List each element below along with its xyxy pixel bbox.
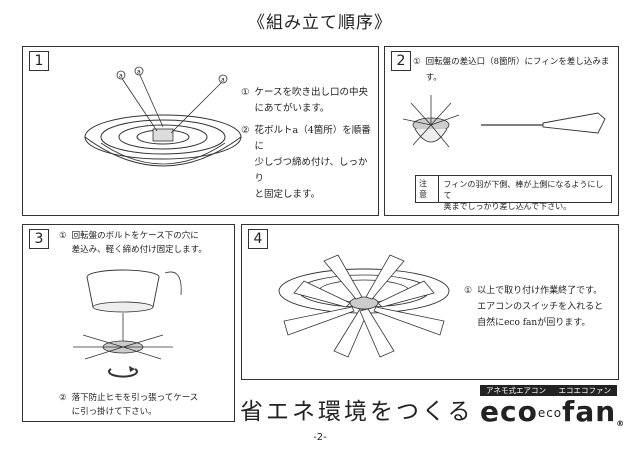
panel-number: 1 xyxy=(29,51,49,71)
panel-number: 3 xyxy=(29,229,49,249)
callout-a-icon xyxy=(116,70,126,80)
slogan: 省エネ環境をつくる xyxy=(240,399,474,425)
page-number: -2- xyxy=(313,432,327,443)
svg-text:a: a xyxy=(137,69,141,76)
rotor-fin-illustration xyxy=(402,95,606,148)
completed-fan-illustration xyxy=(278,254,450,358)
svg-text:a: a xyxy=(221,77,225,84)
eco-fan-logo: アネモ式エアコン エコエコファン ecoecofan® xyxy=(480,385,626,428)
case-illustration: a a a xyxy=(84,66,242,167)
svg-text:a: a xyxy=(119,73,123,80)
panel-number: 4 xyxy=(248,229,268,249)
panel-number: 2 xyxy=(391,51,411,71)
case-attach-illustration xyxy=(73,269,182,378)
page-title: 《組み立て順序》 xyxy=(248,13,392,33)
caution-note: 注意 フィンの羽が下側、棒が上側になるようにして 奥までしっかり差し込んで下さい… xyxy=(415,175,612,211)
